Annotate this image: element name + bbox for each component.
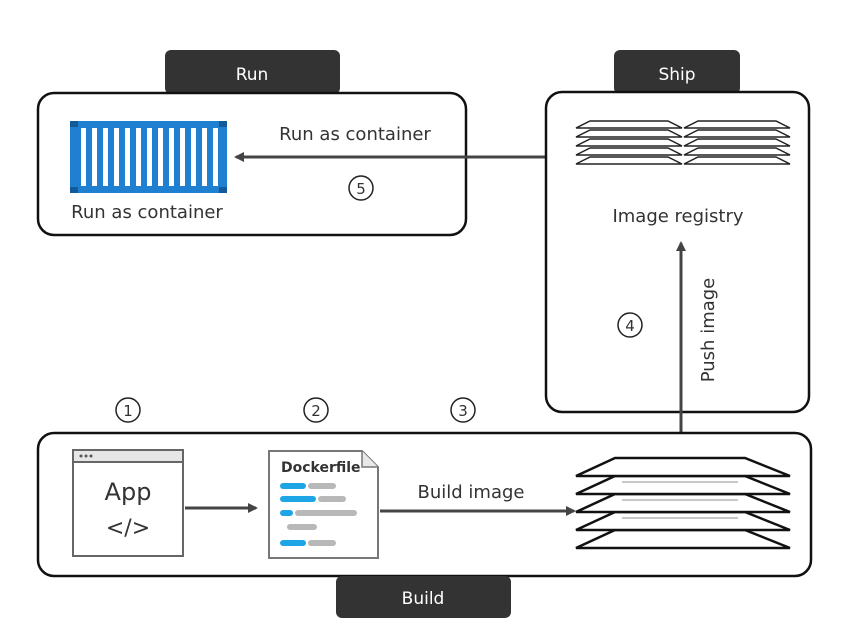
step-5-number: 5: [356, 180, 366, 198]
step-5-badge: [348, 175, 374, 201]
build-tab: [336, 576, 511, 618]
app-window-icon: [72, 449, 184, 557]
ship-panel: Ship Image registry Push image 4: [544, 50, 811, 445]
ship-tab-label: Ship: [658, 65, 695, 85]
run-arrow-label: Run as container: [279, 124, 431, 145]
build-tab-label: Build: [402, 589, 445, 609]
step-1-badge: [115, 397, 141, 423]
ship-tab: [614, 50, 740, 94]
built-image-stack-icon: [575, 456, 791, 550]
run-tab: [165, 50, 340, 94]
step-1-number: 1: [123, 402, 133, 420]
dockerfile-title: Dockerfile: [281, 460, 361, 476]
shipping-container-icon: [70, 121, 227, 193]
container-caption: Run as container: [71, 202, 223, 223]
step-3-number: 3: [458, 402, 468, 420]
built-image-stack-inner-lines: [622, 481, 738, 519]
run-tab-label: Run: [236, 65, 269, 85]
registry-image-stack-right-icon: [683, 120, 791, 165]
step-2-number: 2: [311, 402, 321, 420]
step-4-number: 4: [625, 317, 635, 335]
dockerfile-icon: [268, 450, 379, 559]
registry-image-stack-left-icon: [575, 120, 683, 165]
step-4-badge: [617, 312, 643, 338]
app-title: App: [105, 478, 152, 506]
step-3-badge: [450, 397, 476, 423]
registry-caption: Image registry: [612, 206, 743, 227]
ship-box: [544, 90, 811, 414]
run-panel: Run Run a: [36, 50, 566, 237]
build-arrow-label: Build image: [418, 482, 525, 503]
push-arrow-label: Push image: [698, 278, 719, 383]
app-code-symbol: </>: [106, 516, 150, 541]
step-2-badge: [303, 397, 329, 423]
build-panel: Build 1 2 3 App </>: [36, 397, 813, 618]
